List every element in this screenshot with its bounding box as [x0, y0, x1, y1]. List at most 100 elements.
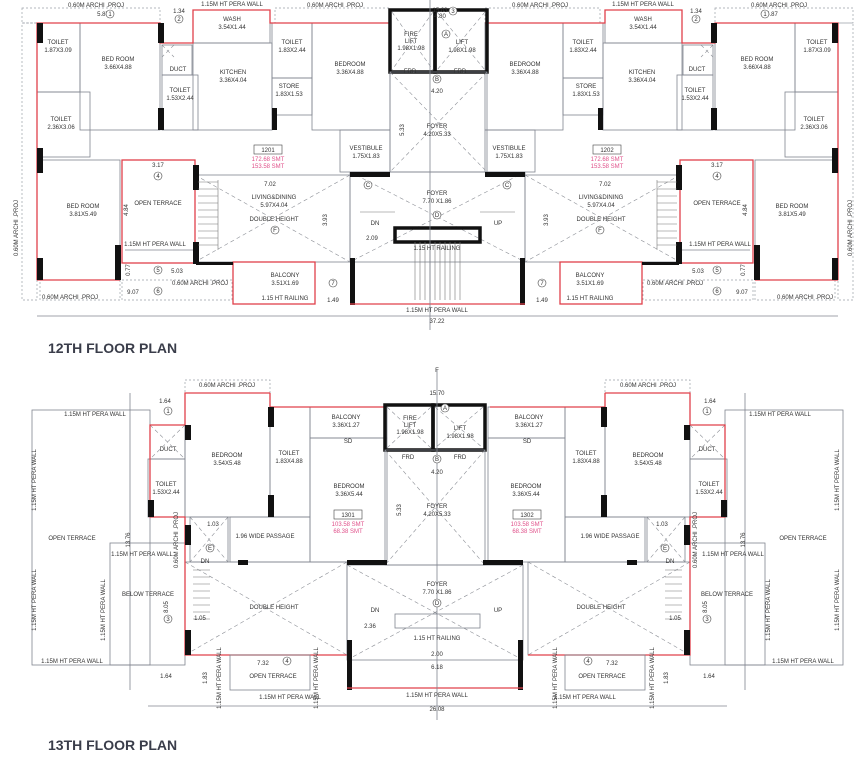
unit-number-box: [333, 509, 363, 520]
stair-well: [394, 613, 481, 629]
marker-circle: [712, 171, 722, 181]
core-label: FRD: [404, 69, 417, 75]
plan-label: STORE: [279, 84, 300, 90]
unit-area: 153.58 SMT: [591, 164, 624, 170]
marker-circle: [282, 656, 292, 666]
plan-label: 1.83X2.44: [278, 48, 306, 54]
marker-label: 3: [166, 617, 170, 623]
bed-room: [36, 159, 121, 281]
plan-label: 5.03: [171, 269, 183, 275]
marker-circle: [328, 278, 338, 288]
plan-label: DOUBLE HEIGHT: [249, 605, 298, 611]
structural-column: [721, 500, 727, 517]
marker-label: 3: [451, 9, 455, 15]
plan-label: 1.96 WIDE PASSAGE: [236, 534, 295, 540]
structural-column: [148, 500, 154, 517]
double-height-mark: [184, 561, 348, 656]
plan-label: 5.87: [766, 12, 778, 18]
plan-label: 1.03: [207, 522, 219, 528]
plan-label: 3.36X4.04: [219, 78, 247, 84]
plan-label: TOILET: [282, 40, 303, 46]
core-label: 15.03: [432, 8, 448, 14]
plan-label: 3.54X5.48: [213, 461, 241, 467]
plan-label: 1.15M HT PERA WALL: [32, 448, 38, 510]
core-label: FIRE: [404, 32, 418, 38]
plan-label: OPEN TERRACE: [249, 674, 296, 680]
open-terrace: [724, 409, 844, 666]
plan-label: 0.60M ARCHI .PROJ: [174, 512, 180, 568]
marker-circle: [502, 180, 512, 190]
plan-label: 3.36X1.27: [515, 423, 543, 429]
double-height-mark: [194, 174, 351, 263]
marker-circle: [153, 171, 163, 181]
structural-column: [115, 245, 121, 280]
structural-column: [193, 242, 199, 264]
structural-column: [268, 407, 274, 427]
plan-label: 4.84: [124, 204, 130, 216]
core-label: 1.98X1.98: [396, 430, 424, 436]
unit-number-box: [592, 144, 622, 155]
core-label: 4.20X5.33: [423, 512, 451, 518]
marker-label: C: [505, 183, 510, 189]
marker-circle: [712, 286, 722, 296]
plan-label: SD: [344, 439, 353, 445]
plan-label: BALCONY: [576, 273, 605, 279]
core-label: 1.15 HT RAILING: [414, 636, 461, 642]
plan-label: DUCT: [170, 67, 187, 73]
marker-label: 2: [694, 17, 698, 23]
structural-column: [832, 23, 838, 43]
plan-label: DUCT: [160, 447, 177, 453]
marker-label: A: [444, 32, 448, 38]
double-height-mark: [194, 174, 351, 263]
marker-circle: [432, 210, 442, 220]
unit-area: 68.38 SMT: [333, 529, 363, 535]
open-terrace: [564, 654, 646, 691]
plan-label: 1.15M HT PERA WALL: [201, 2, 263, 8]
foyer-void: [389, 71, 488, 173]
plan-label: 4.84: [743, 204, 749, 216]
plan-label: 2.36X3.06: [800, 125, 828, 131]
toilet-room: [36, 22, 81, 93]
plan-label: 1.64: [159, 399, 171, 405]
plan-label: 3.54X1.44: [218, 25, 246, 31]
plan-label: 3.17: [711, 163, 723, 169]
core-label: F: [435, 368, 439, 374]
structural-column: [676, 165, 682, 190]
marker-label: 3: [705, 617, 709, 623]
plan-label: 1.15M HT PERA WALL: [835, 448, 841, 510]
plan-label: 0.60M ARCHI .PROJ: [777, 295, 833, 301]
plan-label: TOILET: [51, 117, 72, 123]
plan-label: 0.77: [741, 264, 747, 276]
marker-circle: [702, 406, 712, 416]
plan-label: BEDROOM: [632, 453, 663, 459]
structural-column: [676, 242, 682, 264]
plan-label: TOILET: [699, 482, 720, 488]
marker-label: 1: [108, 12, 112, 18]
core-label: UP: [494, 608, 502, 614]
toilet-room: [676, 74, 714, 131]
plan-label: 7.02: [264, 182, 276, 188]
stair-mark: [646, 516, 686, 563]
marker-circle: [163, 614, 173, 624]
marker-label: D: [435, 213, 440, 219]
marker-label: E: [663, 546, 667, 552]
open-terrace: [229, 654, 311, 691]
structural-column: [485, 172, 525, 177]
plan-label: 1.75X1.83: [495, 154, 523, 160]
plan-label: TOILET: [48, 40, 69, 46]
foyer: [349, 171, 526, 263]
unit-area: 172.68 SMT: [252, 157, 285, 163]
structural-column: [711, 108, 717, 130]
duct: [161, 44, 193, 76]
marker-circle: [712, 265, 722, 275]
plan-label: TOILET: [573, 40, 594, 46]
plan-label: 1.49: [327, 298, 339, 304]
core-label: 4.20: [431, 89, 443, 95]
marker-label: 7: [331, 281, 335, 287]
marker-circle: [105, 9, 115, 19]
core-label: 2.36: [364, 624, 376, 630]
plan-label: 1.15M HT PERA WALL: [314, 646, 320, 708]
structural-column: [185, 630, 191, 655]
plan-label: 0.60M ARCHI .PROJ: [14, 200, 20, 256]
